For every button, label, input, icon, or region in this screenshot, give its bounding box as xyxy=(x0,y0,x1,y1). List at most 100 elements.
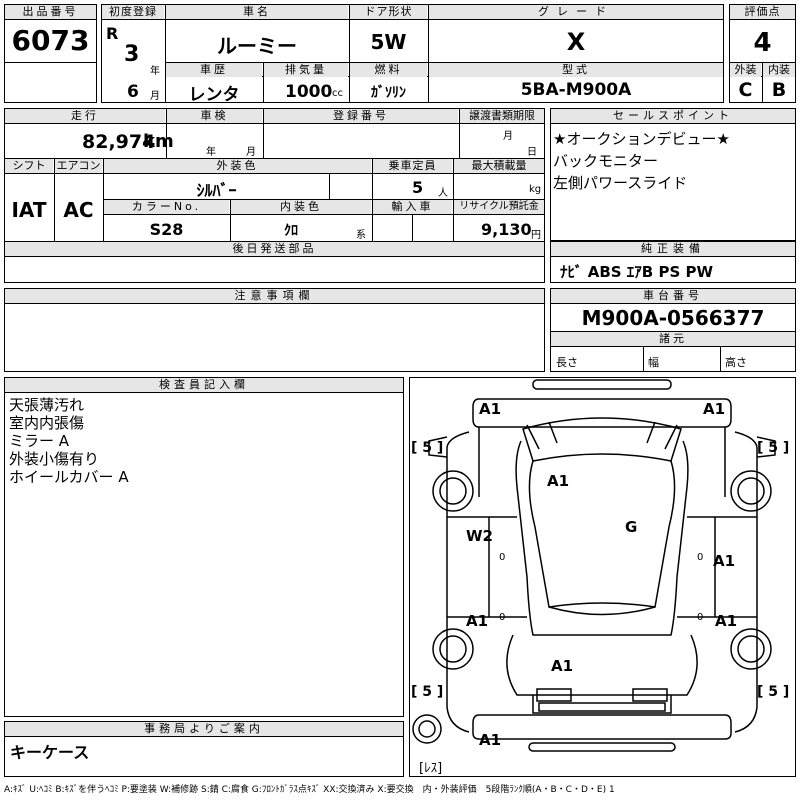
damage-mark: A1 xyxy=(551,657,574,675)
length-label: 長さ xyxy=(556,356,578,369)
era: R xyxy=(106,24,119,43)
zero-mark: 0 xyxy=(499,612,506,623)
inspection-year-unit: 年 xyxy=(206,147,216,158)
month-unit: 月 xyxy=(150,91,160,102)
inspector-line: ホイールカバー A xyxy=(9,468,129,486)
car-history: レンタ xyxy=(188,85,240,105)
recycle-label: リサイクル預託金 xyxy=(454,200,544,214)
chassis-label: 車台番号 xyxy=(551,289,795,303)
seats-label: 乗車定員 xyxy=(373,159,452,173)
equipment-box xyxy=(550,241,796,283)
load-unit: kg xyxy=(529,184,542,195)
regno-label: 登録番号 xyxy=(264,109,458,123)
model-label: 型式 xyxy=(429,63,723,77)
damage-mark: A1 xyxy=(466,612,489,630)
displacement-unit: cc xyxy=(332,88,343,99)
zero-mark: 0 xyxy=(499,552,506,563)
model-code: 5BA-M900A xyxy=(520,80,632,100)
year-unit: 年 xyxy=(150,66,160,77)
tire-depth: [ 5 ] xyxy=(411,440,444,456)
sales-point-list: ★オークションデビュー★ バックモニター 左側パワースライド xyxy=(553,130,730,192)
damage-mark: W2 xyxy=(466,527,493,545)
transfer-label: 譲渡書類期限 xyxy=(460,109,544,123)
car-diagram-box xyxy=(409,377,796,777)
chassis-box xyxy=(550,288,796,372)
mileage-label: 走行 xyxy=(5,109,165,123)
zero-mark: 0 xyxy=(697,612,704,623)
int-grade-label: 内装 xyxy=(763,63,795,77)
car-name-label: 車名 xyxy=(166,5,348,19)
reg-month: 6 xyxy=(127,82,139,102)
car-diagram xyxy=(412,379,776,752)
ext-grade-label: 外装 xyxy=(730,63,761,77)
shift-label: シフト xyxy=(5,159,53,173)
tire-depth: [ 5 ] xyxy=(757,440,790,456)
color-number: S28 xyxy=(149,220,184,239)
inspector-notes: 天張薄汚れ 室内内張傷 ミラー A 外装小傷有り ホイールカバー A xyxy=(9,396,129,486)
interior-color: ｸﾛ xyxy=(284,223,298,239)
mileage: 82,974 xyxy=(82,131,156,153)
damage-mark: A1 xyxy=(713,552,736,570)
damage-mark: A1 xyxy=(703,400,726,418)
ext-grade: C xyxy=(738,79,753,101)
inspector-line: ミラー A xyxy=(9,432,70,450)
exterior-color: ｼﾙﾊﾞｰ xyxy=(196,181,237,200)
door-label: ドア形状 xyxy=(350,5,427,19)
office-note: キーケース xyxy=(10,743,90,762)
history-label: 車歴 xyxy=(166,63,262,77)
spare-tire-label: [ﾚｽ] xyxy=(419,761,443,776)
inspector-line: 室内内張傷 xyxy=(9,414,85,432)
fuel-label: 燃料 xyxy=(350,63,427,77)
score: 4 xyxy=(753,28,772,58)
inspector-line: 外装小傷有り xyxy=(9,450,100,468)
first-reg-label: 初度登録 xyxy=(102,5,164,19)
damage-mark: A1 xyxy=(479,400,502,418)
inspector-line: 天張薄汚れ xyxy=(9,396,85,414)
tire-depth: [ 5 ] xyxy=(757,684,790,700)
transfer-month-unit: 月 xyxy=(503,131,513,142)
lot-number: 6073 xyxy=(11,24,90,57)
tire-depth: [ 5 ] xyxy=(411,684,444,700)
later-parts-label: 後日発送部品 xyxy=(5,242,544,256)
office-label: 事務局よりご案内 xyxy=(5,722,403,736)
door-type: 5W xyxy=(370,30,407,54)
color-label: 外装色 xyxy=(104,159,371,173)
equipment-label: 純正装備 xyxy=(551,242,795,256)
height-label: 高さ xyxy=(725,356,747,369)
damage-mark: A1 xyxy=(547,472,570,490)
sales-point-box xyxy=(550,108,796,241)
spec-label: 諸元 xyxy=(551,332,795,346)
mileage-unit: km xyxy=(143,131,174,152)
sales-point-item: バックモニター xyxy=(553,152,659,170)
displacement-label: 排気量 xyxy=(264,63,348,77)
lot-number-box xyxy=(4,4,97,103)
import-label: 輸入車 xyxy=(373,200,452,214)
zero-mark: 0 xyxy=(697,552,704,563)
shift: IAT xyxy=(11,198,47,222)
seats: 5 xyxy=(412,178,424,197)
legend: A:ｷｽﾞ U:ﾍｺﾐ B:ｷｽﾞを伴うﾍｺﾐ P:要塗装 W:補修跡 S:錆 … xyxy=(4,785,615,795)
int-color-label: 内装色 xyxy=(231,200,371,214)
inspector-label: 検査員記入欄 xyxy=(5,378,403,392)
lot-number-label: 出品番号 xyxy=(5,5,96,19)
sales-point-item: 左側パワースライド xyxy=(553,174,688,192)
ac-label: エアコン xyxy=(55,159,102,173)
grade: X xyxy=(566,28,586,56)
score-label: 評価点 xyxy=(730,5,795,19)
interior-color-unit: 系 xyxy=(356,230,366,241)
grade-label: グレード xyxy=(429,5,723,19)
ac: AC xyxy=(63,198,94,222)
notes-box xyxy=(4,288,545,372)
office-box xyxy=(4,721,404,777)
int-grade: B xyxy=(771,79,787,101)
inspection-label: 車検 xyxy=(167,109,262,123)
notes-label: 注意事項欄 xyxy=(5,289,544,303)
damage-mark: A1 xyxy=(715,612,738,630)
main-spec-box xyxy=(101,4,724,103)
damage-mark: G xyxy=(625,518,638,536)
chassis-number: M900A-0566377 xyxy=(581,306,765,330)
damage-mark: A1 xyxy=(479,731,502,749)
reg-year: 3 xyxy=(124,42,140,67)
recycle-fee: 9,130 xyxy=(481,220,532,239)
color-no-label: カラーNo. xyxy=(104,200,229,214)
